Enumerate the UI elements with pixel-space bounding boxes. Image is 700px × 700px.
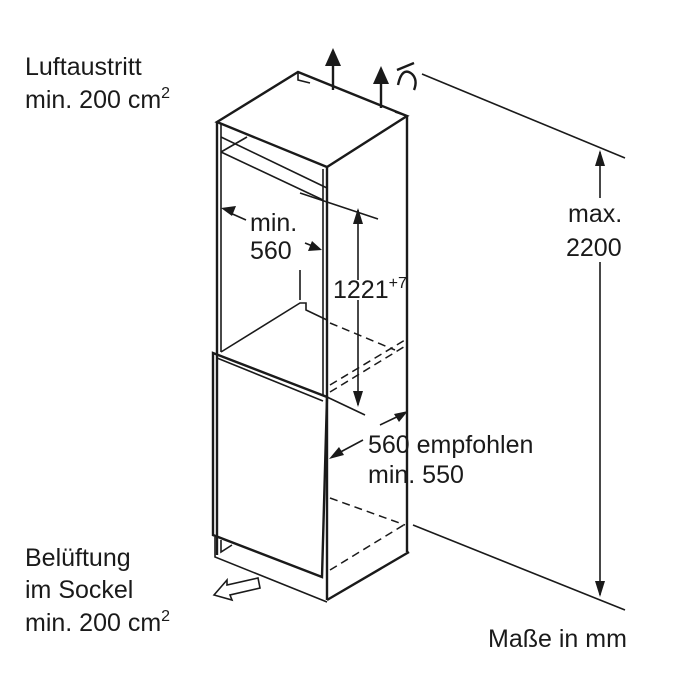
vent-symbol-icon bbox=[396, 61, 417, 91]
air-outlet-label: Luftaustritt bbox=[25, 53, 142, 81]
max-value: 2200 bbox=[566, 234, 622, 262]
plinth-area-sup: 2 bbox=[161, 608, 170, 625]
dimension-width bbox=[221, 206, 322, 251]
dimension-depth bbox=[329, 411, 408, 459]
hidden-edges bbox=[329, 322, 408, 571]
niche-height-tolerance: +7 bbox=[389, 275, 407, 292]
plinth-air-inlet-arrow-icon bbox=[212, 577, 261, 602]
max-label: max. bbox=[568, 200, 622, 228]
depth-min: min. 550 bbox=[368, 461, 464, 489]
air-outlet-area-value: min. 200 cm bbox=[25, 86, 161, 114]
appliance-door bbox=[211, 351, 329, 603]
niche-height: 1221+7 bbox=[333, 275, 407, 304]
plinth-label-2: im Sockel bbox=[25, 576, 133, 604]
plinth-area-value: min. 200 cm bbox=[25, 609, 161, 637]
dimension-niche-height bbox=[299, 192, 379, 416]
air-outlet-area: min. 200 cm2 bbox=[25, 85, 170, 114]
dimension-max-height bbox=[412, 73, 626, 611]
units-note: Maße in mm bbox=[488, 625, 627, 653]
width-value: 560 bbox=[250, 237, 292, 265]
depth-recommended: 560 empfohlen bbox=[368, 431, 533, 459]
air-outlet-area-sup: 2 bbox=[161, 85, 170, 102]
air-outlet-arrows-icon bbox=[325, 48, 389, 108]
plinth-label-1: Belüftung bbox=[25, 544, 131, 572]
width-min-label: min. bbox=[250, 209, 297, 237]
cabinet-outline bbox=[214, 70, 410, 602]
niche-height-value: 1221 bbox=[333, 276, 389, 304]
plinth-area: min. 200 cm2 bbox=[25, 608, 170, 637]
